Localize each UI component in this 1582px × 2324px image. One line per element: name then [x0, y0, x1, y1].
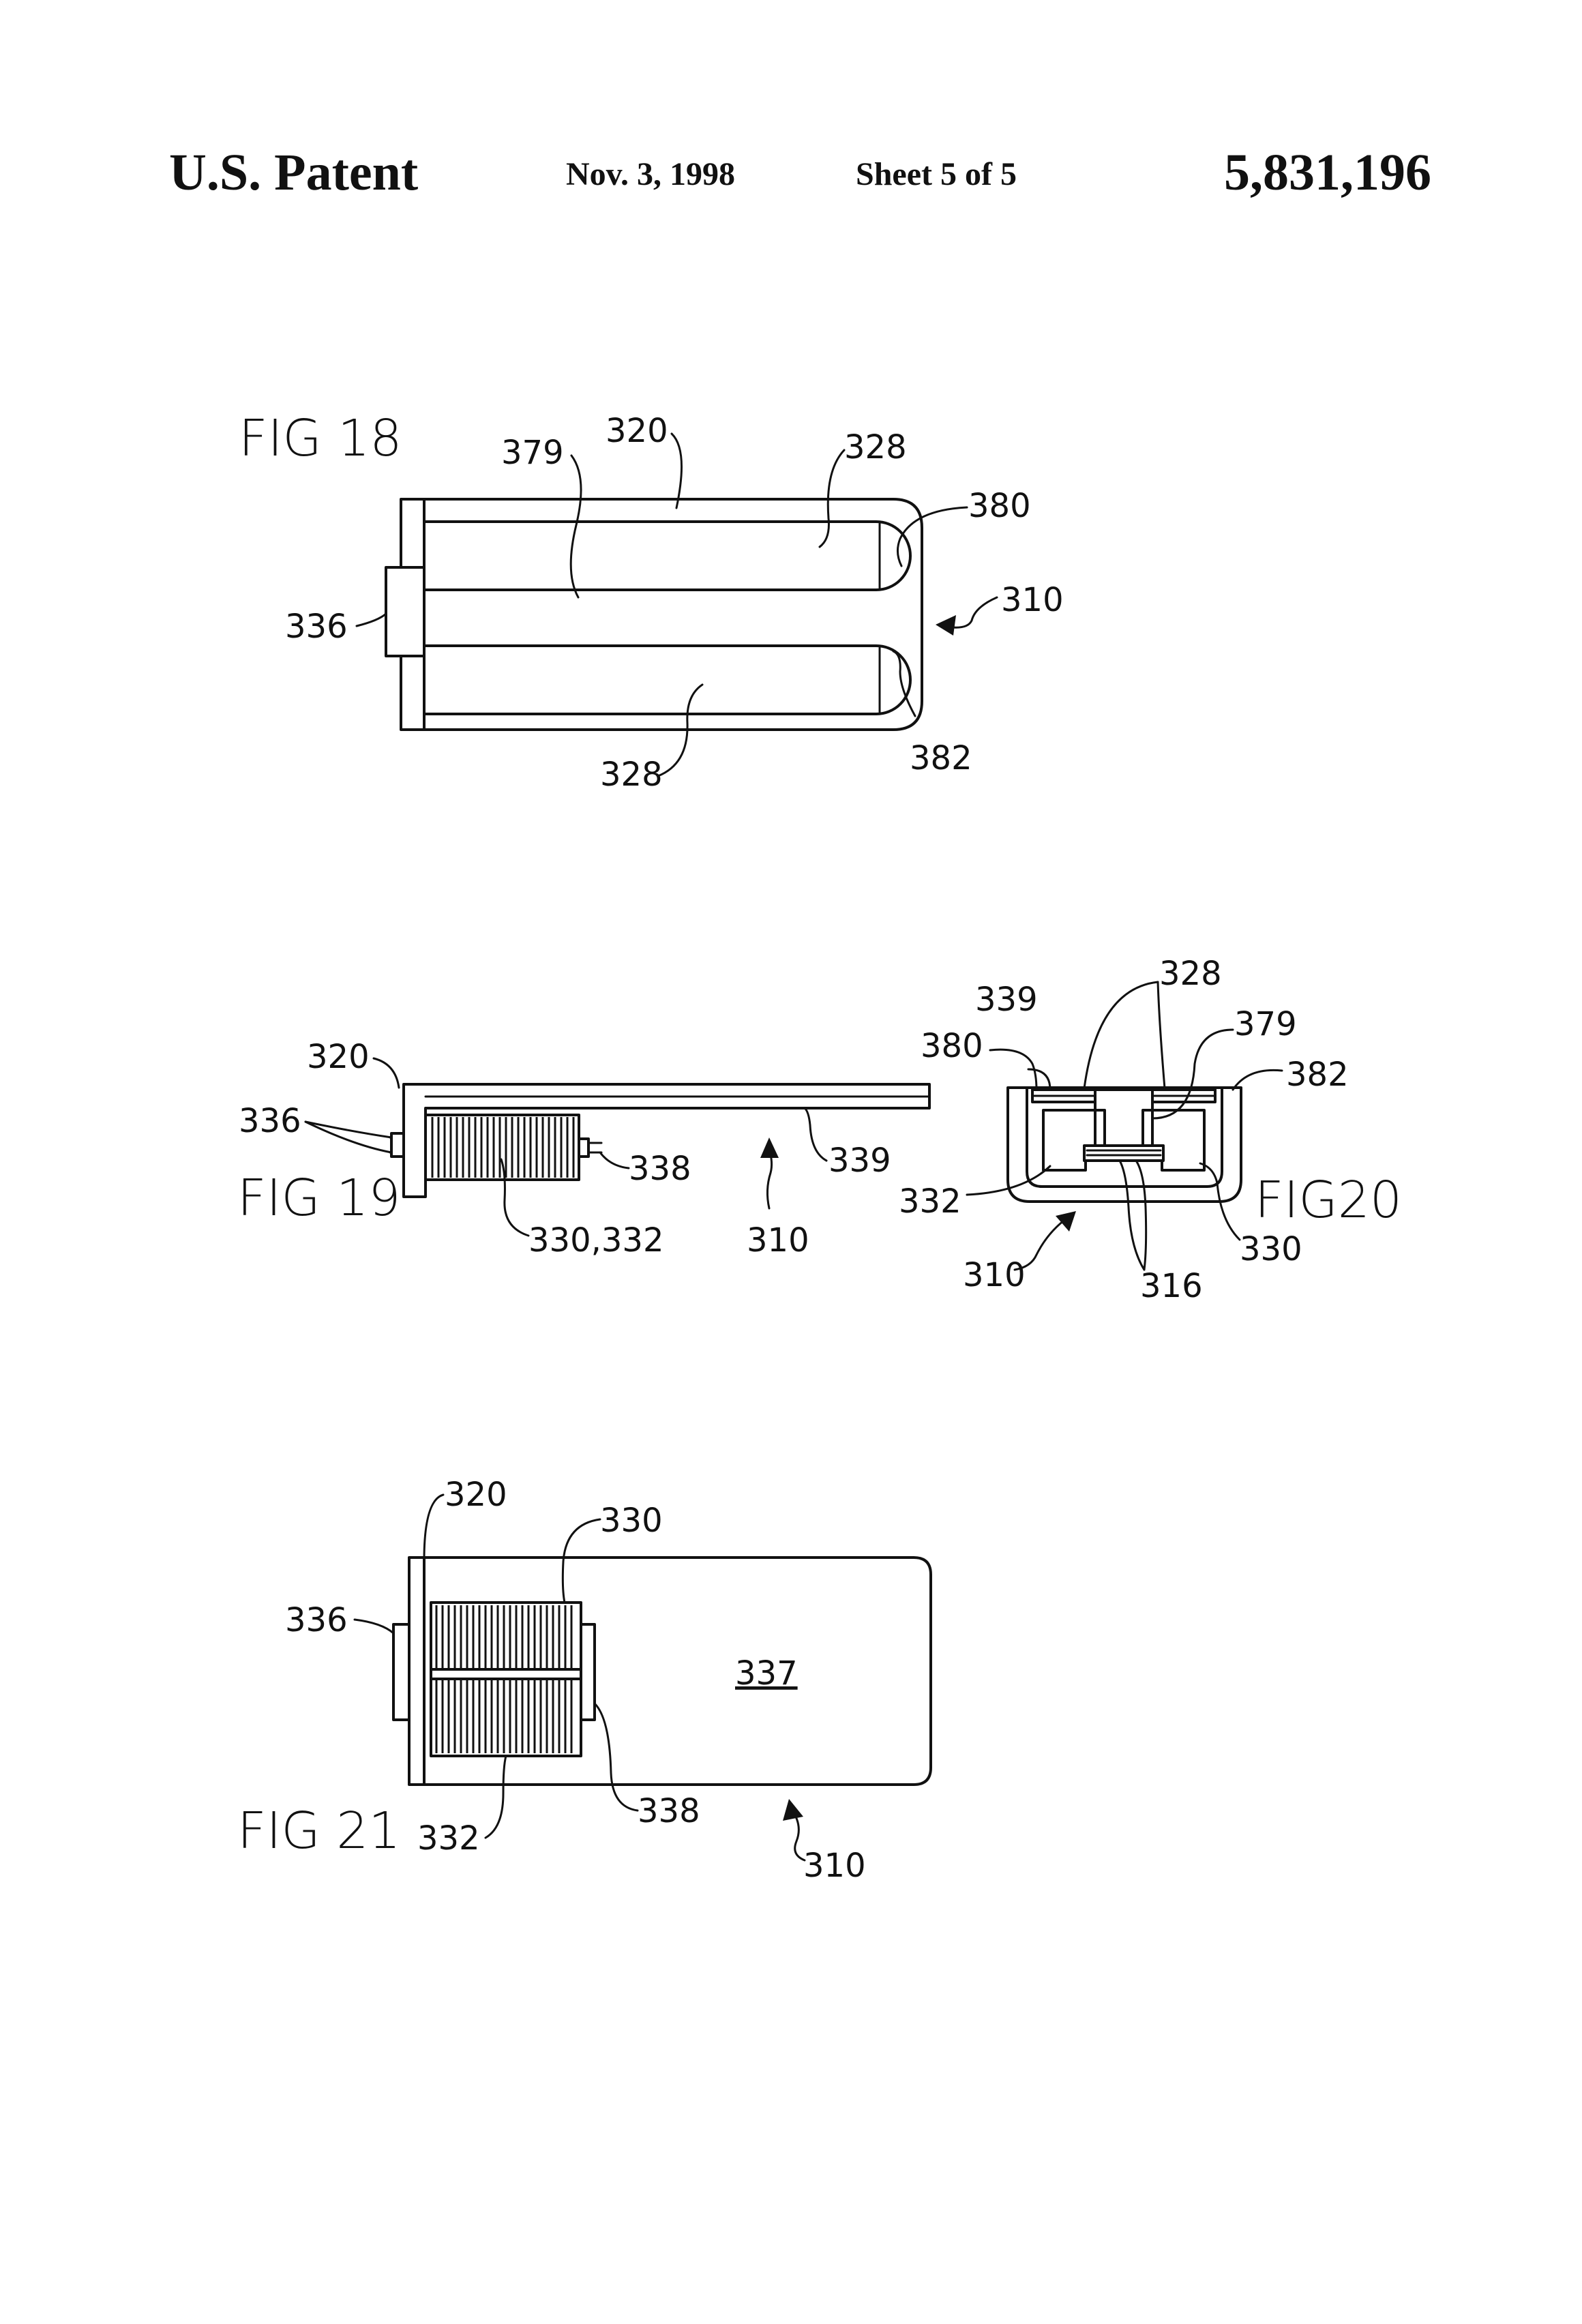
- fig18-upper-leg: [424, 522, 910, 590]
- fig21-label: FIG 21: [237, 1802, 400, 1860]
- fig19-ref-310: 310: [747, 1221, 809, 1260]
- fig19-ref-338: 338: [629, 1150, 691, 1188]
- fig19-leader-336a: [305, 1122, 391, 1137]
- fig18-ref-382: 382: [910, 739, 972, 777]
- fig18-ref-380: 380: [968, 487, 1031, 525]
- fig20-ref-382: 382: [1286, 1056, 1349, 1094]
- fig19-ref-339: 339: [829, 1142, 891, 1180]
- fig18-connector: [386, 567, 424, 656]
- fig19-ref-336: 336: [239, 1102, 301, 1140]
- fig18-leader-380: [897, 507, 967, 566]
- fig18-lower-leg: [424, 646, 910, 714]
- fig19-arrow-310: [767, 1149, 771, 1208]
- fig20-ref-328: 328: [1159, 955, 1222, 993]
- fig19-leader-339: [805, 1108, 826, 1161]
- fig19-label: FIG 19: [237, 1169, 400, 1227]
- fig21-connector: [393, 1624, 409, 1720]
- fig18-leader-320: [672, 434, 682, 508]
- fig18-label: FIG 18: [239, 409, 402, 468]
- fig19-connector: [391, 1133, 404, 1157]
- fig21-ref-336: 336: [285, 1601, 348, 1639]
- fig19-leader-320: [374, 1058, 399, 1088]
- fig19-leader-336b: [305, 1122, 391, 1152]
- fig21-ref-338: 338: [638, 1792, 700, 1830]
- fig20-ref-380: 380: [921, 1027, 983, 1065]
- fig20-leader-328b: [1158, 982, 1165, 1088]
- fig19: FIG 19 320 336 338 339 330,332 310: [237, 1038, 929, 1260]
- fig21-leader-338: [595, 1703, 638, 1811]
- fig18-arrowhead-310: [936, 615, 956, 636]
- fig18: FIG 18 379 320 328 380 310 336 382 328: [239, 409, 1064, 794]
- fig21-ref-332: 332: [417, 1819, 480, 1858]
- fig21-ref-337: 337: [735, 1654, 798, 1693]
- fig20-leader-328a: [1084, 982, 1158, 1088]
- fig20-leader-316a: [1120, 1161, 1144, 1270]
- fig21-ref-310: 310: [803, 1847, 866, 1885]
- fig18-leader-379: [571, 456, 581, 597]
- fig20-ref-339: 339: [975, 981, 1038, 1019]
- fig21-terminal-block: [581, 1624, 595, 1720]
- fig20-core: [1084, 1146, 1163, 1161]
- fig19-ref-330-332: 330,332: [528, 1221, 664, 1260]
- fig18-ref-328b: 328: [600, 756, 663, 794]
- fig18-outer-body: [401, 499, 922, 730]
- fig20-label: FIG20: [1255, 1171, 1402, 1230]
- fig20: FIG20 328 339 379 380: [899, 955, 1402, 1305]
- fig20-ref-316: 316: [1140, 1267, 1203, 1305]
- fig21-leader-330: [563, 1519, 600, 1603]
- fig19-leader-338: [600, 1152, 629, 1168]
- fig21-ref-320: 320: [445, 1476, 507, 1514]
- fig18-ref-379: 379: [501, 434, 564, 472]
- fig21-leader-320: [424, 1495, 443, 1560]
- fig18-ref-310: 310: [1001, 581, 1064, 619]
- fig21: FIG 21 320 330 336 337 338 332 310: [237, 1476, 931, 1885]
- fig20-ref-379: 379: [1234, 1005, 1297, 1043]
- fig21-leader-336: [355, 1620, 393, 1633]
- fig19-ref-320: 320: [307, 1038, 370, 1076]
- fig20-arrowhead-310: [1056, 1211, 1076, 1232]
- fig20-ref-330: 330: [1240, 1230, 1302, 1268]
- fig18-ref-328a: 328: [844, 428, 907, 466]
- fig21-ref-330: 330: [600, 1502, 663, 1540]
- fig21-arrowhead-310: [783, 1799, 803, 1821]
- fig20-ref-310: 310: [963, 1256, 1026, 1294]
- fig19-terminal: [579, 1139, 588, 1157]
- fig18-ref-320: 320: [606, 412, 668, 450]
- fig21-coil-separator: [431, 1669, 581, 1679]
- fig21-leader-332: [486, 1756, 506, 1838]
- fig20-ref-332: 332: [899, 1182, 961, 1221]
- fig18-leader-336: [357, 614, 386, 626]
- fig19-arrowhead-310: [760, 1137, 779, 1158]
- fig18-ref-336: 336: [285, 608, 348, 646]
